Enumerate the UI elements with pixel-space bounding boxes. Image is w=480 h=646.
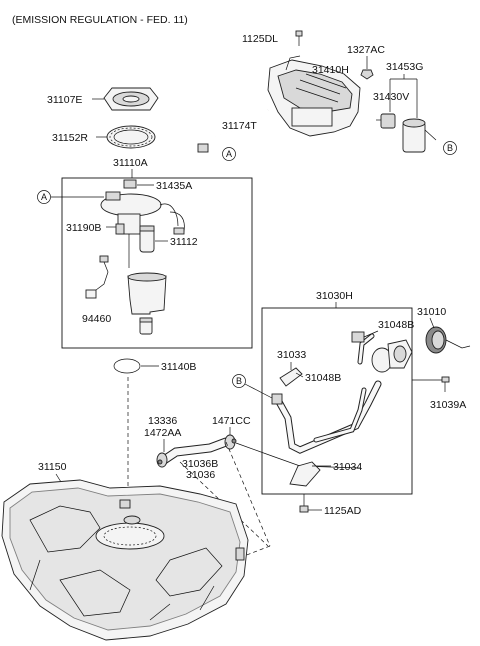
ring-31140b — [113, 358, 141, 374]
hose-31036 — [159, 437, 231, 465]
vent-connector — [271, 393, 283, 405]
nut-1327ac — [360, 69, 374, 80]
label-31034: 31034 — [333, 461, 362, 473]
label-1327ac: 1327AC — [347, 44, 385, 56]
label-31010: 31010 — [417, 306, 446, 318]
ref-a-circle-left — [37, 190, 51, 204]
fuel-cap-31010 — [425, 326, 471, 354]
label-31150: 31150 — [38, 461, 67, 473]
fuel-pump-box — [61, 177, 253, 349]
hose-31174t — [197, 109, 269, 153]
filter-31453g — [402, 118, 437, 153]
gasket-31152r — [106, 125, 156, 149]
assembly-line-clamp — [225, 441, 271, 547]
label-31190b: 31190B — [66, 222, 101, 234]
label-31435a: 31435A — [156, 180, 192, 192]
filler-neck-box — [261, 307, 413, 495]
assembly-line-hose — [179, 461, 269, 547]
label-13336: 13336 — [148, 415, 177, 427]
filter-31190b — [115, 223, 125, 235]
clamp-13336 — [156, 452, 168, 468]
label-31030h: 31030H — [316, 290, 353, 302]
label-31036: 31036 — [186, 469, 215, 481]
label-31430v: 31430V — [373, 91, 409, 103]
bolt-1125dl — [295, 30, 303, 46]
label-31033: 31033 — [277, 349, 306, 361]
label-31152r: 31152R — [52, 132, 88, 144]
diagram-title: (EMISSION REGULATION - FED. 11) — [12, 14, 188, 26]
label-1125dl: 1125DL — [242, 33, 278, 45]
label-94460: 94460 — [82, 313, 111, 325]
ref-a-left: A — [41, 192, 47, 202]
ref-b-circle-mid — [232, 374, 246, 388]
label-31410h: 31410H — [312, 64, 349, 76]
label-31453g: 31453G — [386, 61, 423, 73]
label-31140b: 31140B — [161, 361, 196, 373]
clamp-1471cc — [224, 434, 237, 450]
label-1471cc: 1471CC — [212, 415, 251, 427]
label-31048b-top: 31048B — [378, 319, 414, 331]
canister-31410h — [267, 55, 361, 137]
label-31036b: 31036B — [182, 458, 218, 470]
label-31110a: 31110A — [113, 157, 148, 169]
cover-31107e — [103, 87, 159, 111]
label-31048b-mid: 31048B — [305, 372, 341, 384]
sender-94460 — [85, 255, 109, 299]
ref-a-circle-top — [222, 147, 236, 161]
label-31039a: 31039A — [430, 399, 466, 411]
label-31107e: 31107E — [47, 94, 82, 106]
bracket-31033 — [279, 362, 303, 387]
label-31112: 31112 — [170, 236, 198, 248]
reservoir — [127, 272, 167, 335]
filler-neck — [271, 331, 413, 469]
ref-b-mid: B — [236, 376, 242, 386]
label-1125ad: 1125AD — [324, 505, 362, 517]
pump-31112 — [139, 225, 155, 253]
ref-b-circle-top — [443, 141, 457, 155]
pump-bracket — [117, 213, 141, 268]
bolt-1125ad — [299, 494, 322, 513]
bracket-31034 — [289, 461, 331, 487]
label-31174t: 31174T — [222, 120, 257, 132]
valve-31430v — [376, 113, 396, 129]
bolt-31039a — [441, 376, 450, 392]
label-1472aa: 1472AA — [144, 427, 181, 439]
ref-a-top: A — [226, 149, 232, 159]
fuel-tank-31150 — [1, 479, 249, 641]
ref-b-top: B — [447, 143, 453, 153]
pump-flange — [100, 179, 185, 235]
